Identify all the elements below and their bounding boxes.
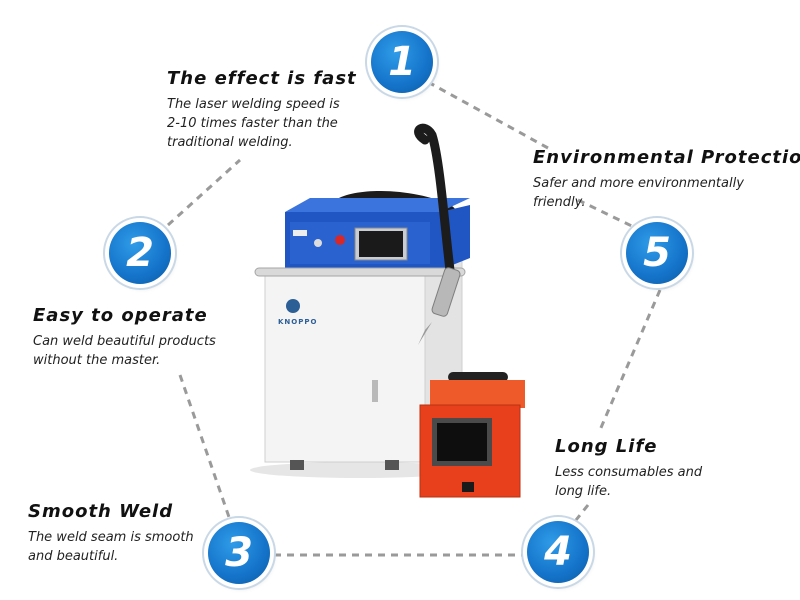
badge-3: 3 bbox=[208, 522, 270, 584]
connector-1-5 bbox=[427, 80, 549, 150]
feature-line: friendly. bbox=[533, 195, 586, 210]
feature-line: traditional welding. bbox=[167, 135, 293, 150]
machine-top-lid bbox=[285, 198, 470, 212]
welding-gun bbox=[431, 267, 461, 317]
door-latch bbox=[372, 380, 378, 402]
feature-title: Easy to operate bbox=[33, 305, 208, 326]
connector-4-top bbox=[574, 504, 590, 521]
feature-title: The effect is fast bbox=[167, 68, 357, 89]
touch-screen bbox=[359, 231, 403, 257]
feature-title: Long Life bbox=[555, 436, 658, 457]
welding-gun-cable bbox=[414, 123, 455, 275]
feature-line: The weld seam is smooth bbox=[28, 530, 194, 545]
feature-long-life: Long Life Less consumables and long life… bbox=[555, 436, 702, 501]
feature-title: Environmental Protection bbox=[533, 147, 800, 168]
badge-5: 5 bbox=[626, 222, 688, 284]
machine-foot-left bbox=[290, 460, 304, 470]
badge-1: 1 bbox=[371, 31, 433, 93]
feeder-top bbox=[430, 380, 525, 408]
welding-nozzle bbox=[418, 322, 432, 345]
feature-line: 2-10 times faster than the bbox=[167, 116, 338, 131]
feature-smooth: Smooth Weld The weld seam is smooth and … bbox=[28, 501, 194, 566]
feature-fast: The effect is fast The laser welding spe… bbox=[167, 68, 357, 152]
connector-5-top bbox=[577, 198, 641, 232]
machine-shadow bbox=[250, 462, 470, 478]
feeder-connector bbox=[462, 482, 474, 492]
feature-line: without the master. bbox=[33, 353, 161, 368]
machine-handle-bar bbox=[254, 267, 466, 277]
badge-4: 4 bbox=[527, 521, 589, 583]
feature-line: Safer and more environmentally bbox=[533, 176, 744, 191]
feature-title: Smooth Weld bbox=[28, 501, 174, 522]
badge-2: 2 bbox=[109, 222, 171, 284]
connector-2-1 bbox=[166, 158, 242, 227]
indicator-label bbox=[293, 230, 307, 236]
brand-name: KNOPPO bbox=[278, 318, 318, 326]
feature-line: and beautiful. bbox=[28, 549, 119, 564]
brand-logo-mark bbox=[286, 299, 300, 313]
machine-foot-right bbox=[385, 460, 399, 470]
feeder-handle bbox=[448, 372, 508, 382]
feature-line: Can weld beautiful products bbox=[33, 334, 216, 349]
feature-line: Less consumables and bbox=[555, 465, 703, 480]
key-switch bbox=[314, 239, 322, 247]
feature-line: The laser welding speed is bbox=[167, 97, 340, 112]
feature-line: long life. bbox=[555, 484, 612, 499]
feeder-screen bbox=[437, 423, 487, 461]
emergency-stop-button bbox=[335, 235, 345, 245]
feature-environmental: Environmental Protection Safer and more … bbox=[533, 147, 800, 212]
feature-easy: Easy to operate Can weld beautiful produ… bbox=[33, 305, 216, 370]
